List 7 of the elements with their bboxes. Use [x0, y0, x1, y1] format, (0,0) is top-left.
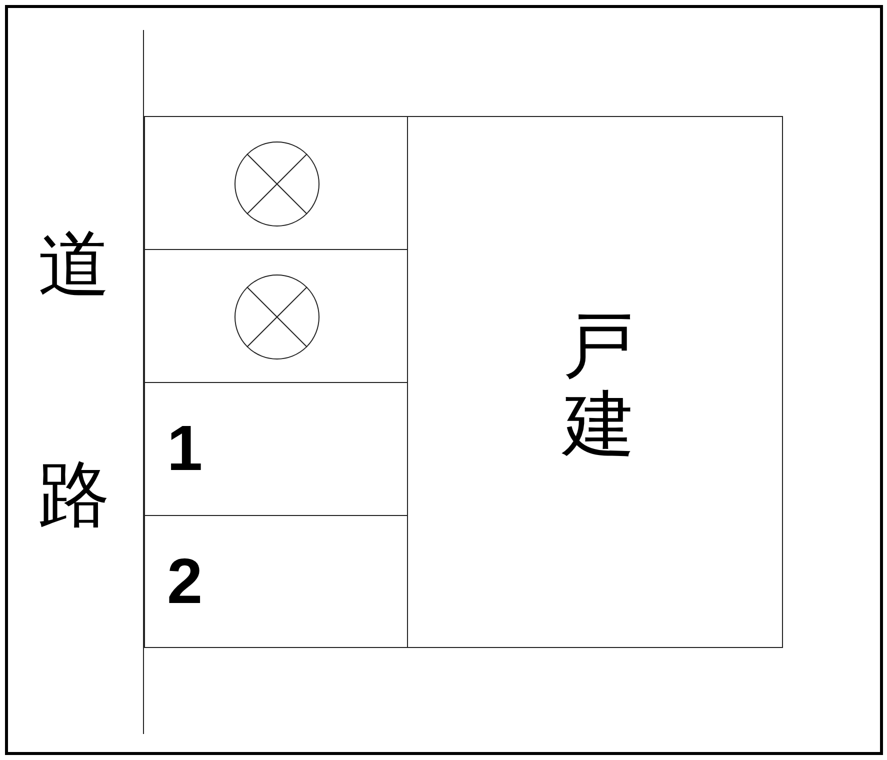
building-label: 戸建	[563, 307, 635, 466]
road-label: 道路	[38, 224, 110, 537]
space-number: 1	[167, 416, 203, 480]
house-lot	[407, 116, 783, 648]
space-number: 2	[167, 548, 203, 612]
parking-space	[144, 116, 408, 250]
parking-space	[144, 515, 408, 648]
